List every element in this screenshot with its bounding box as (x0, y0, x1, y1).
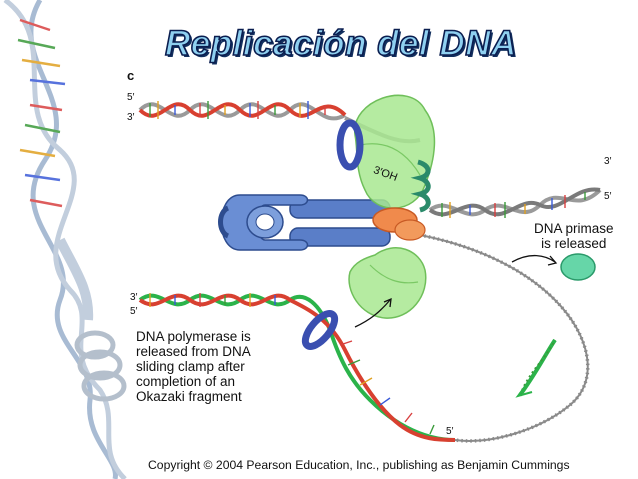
end-label-3prime-bottom: 3′ (130, 292, 137, 303)
polymerase-caption-line: DNA polymerase is (136, 329, 251, 344)
polymerase-caption: DNA polymerase is released from DNA slid… (136, 329, 251, 404)
slide-title: Replicación del DNA (165, 24, 517, 64)
dna-polymerase-bottom (349, 248, 426, 318)
decorative-dna-helix (5, 0, 125, 479)
polymerase-caption-line: completion of an (136, 374, 251, 389)
polymerase-caption-line: Okazaki fragment (136, 389, 251, 404)
end-label-5prime-bottom: 5′ (130, 306, 137, 317)
end-label-5prime-top: 5′ (127, 92, 134, 103)
primase-caption-line: DNA primase (534, 221, 614, 236)
parental-dna-helix (430, 189, 600, 218)
copyright-notice: Copyright © 2004 Pearson Education, Inc.… (148, 458, 570, 472)
panel-letter: c (127, 68, 134, 83)
end-label-3prime-right: 3′ (604, 156, 611, 167)
polymerase-caption-line: sliding clamp after (136, 359, 251, 374)
polymerase-caption-line: released from DNA (136, 344, 251, 359)
end-label-5prime-right: 5′ (604, 191, 611, 202)
released-primase (561, 254, 595, 280)
primase-caption-line: is released (534, 236, 614, 251)
primase-caption: DNA primase is released (534, 221, 614, 251)
end-label-5prime-loop: 5′ (446, 426, 453, 437)
helicase-complex (221, 195, 391, 250)
end-label-3prime-top: 3′ (127, 112, 134, 123)
sliding-clamp-top (340, 123, 360, 167)
